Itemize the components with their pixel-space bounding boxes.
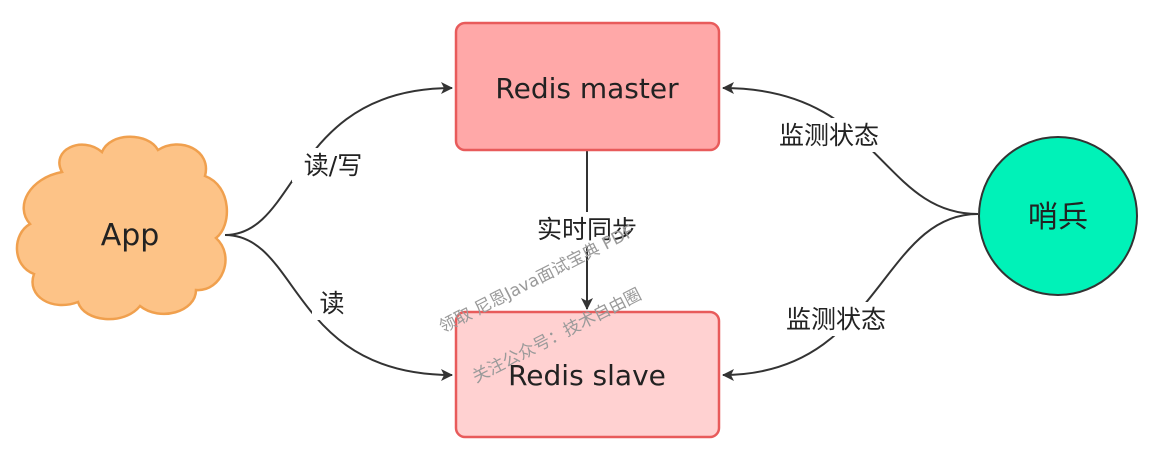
edge-label-read: 读 — [319, 289, 344, 318]
redis-master-node — [454, 21, 721, 152]
edge-sentinel-to-slave — [722, 213, 979, 381]
redis-master-label: Redis master — [495, 72, 679, 105]
edge-label-bg — [292, 148, 374, 182]
edge-label-bg — [528, 212, 646, 246]
sentinel-label: 哨兵 — [1028, 200, 1088, 235]
redis-slave-node — [454, 310, 721, 439]
edge-label-read-write: 读/写 — [304, 151, 362, 180]
app-cloud-node — [15, 135, 229, 321]
edge-app-to-slave — [224, 234, 453, 381]
edge-label-bg — [777, 302, 895, 336]
redis-slave-label: Redis slave — [508, 359, 666, 392]
edge-label-sync: 实时同步 — [537, 215, 637, 244]
edge-label-bg — [312, 286, 352, 320]
edge-label-monitor-master: 监测状态 — [779, 121, 879, 150]
edge-label-bg — [770, 118, 888, 152]
sentinel-node — [978, 136, 1138, 296]
app-label: App — [101, 218, 160, 253]
edge-label-monitor-slave: 监测状态 — [786, 305, 886, 334]
